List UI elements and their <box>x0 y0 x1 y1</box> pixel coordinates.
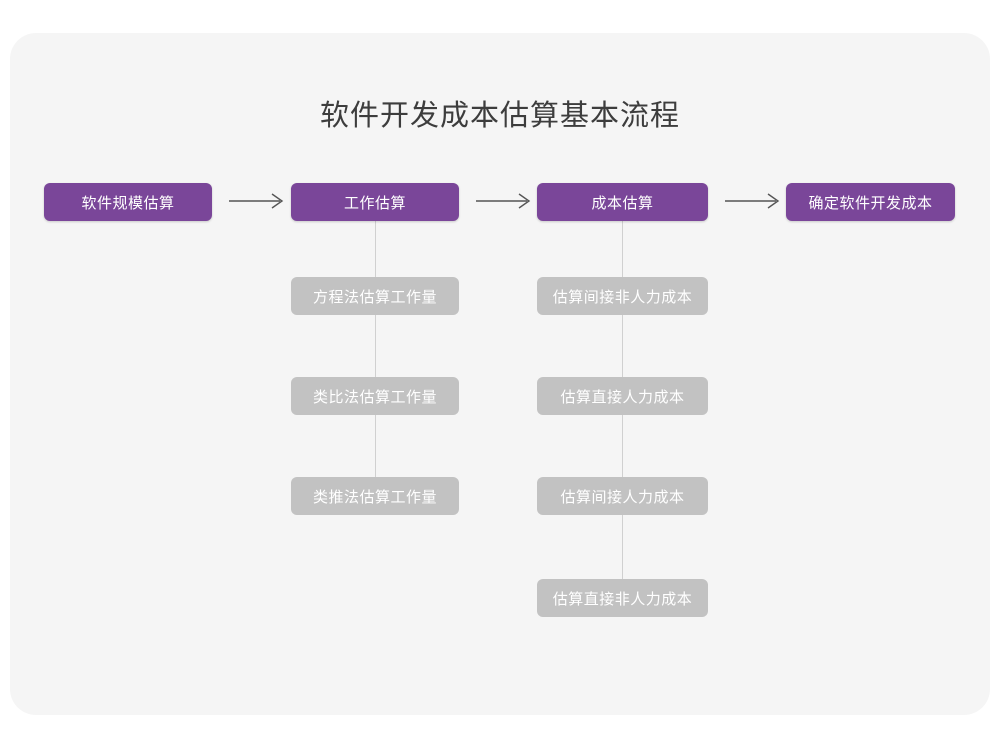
sub-node-label: 估算直接非人力成本 <box>552 590 693 608</box>
flow-node-step-4[interactable]: 确定软件开发成本 <box>786 183 955 221</box>
sub-node-cost-3[interactable]: 估算间接人力成本 <box>537 477 708 515</box>
flow-node-label: 确定软件开发成本 <box>808 194 933 212</box>
flow-node-label: 成本估算 <box>591 194 654 212</box>
sub-node-work-1[interactable]: 方程法估算工作量 <box>291 277 459 315</box>
sub-node-work-2[interactable]: 类比法估算工作量 <box>291 377 459 415</box>
arrow-right-icon <box>228 189 288 213</box>
flow-node-label: 工作估算 <box>343 194 406 212</box>
flow-node-step-1[interactable]: 软件规模估算 <box>44 183 212 221</box>
flow-node-step-2[interactable]: 工作估算 <box>291 183 459 221</box>
diagram-card <box>10 33 990 715</box>
sub-node-work-3[interactable]: 类推法估算工作量 <box>291 477 459 515</box>
page-title: 软件开发成本估算基本流程 <box>319 100 680 132</box>
sub-node-cost-2[interactable]: 估算直接人力成本 <box>537 377 708 415</box>
flow-node-step-3[interactable]: 成本估算 <box>537 183 708 221</box>
arrow-right-icon <box>724 189 784 213</box>
sub-node-cost-1[interactable]: 估算间接非人力成本 <box>537 277 708 315</box>
sub-node-label: 估算间接非人力成本 <box>552 288 693 306</box>
arrow-right-icon <box>475 189 535 213</box>
connector-work-column <box>375 221 376 501</box>
sub-node-label: 类推法估算工作量 <box>312 488 437 506</box>
sub-node-label: 估算直接人力成本 <box>560 388 685 406</box>
sub-node-cost-4[interactable]: 估算直接非人力成本 <box>537 579 708 617</box>
sub-node-label: 方程法估算工作量 <box>312 288 437 306</box>
flow-node-label: 软件规模估算 <box>81 194 175 212</box>
sub-node-label: 估算间接人力成本 <box>560 488 685 506</box>
sub-node-label: 类比法估算工作量 <box>312 388 437 406</box>
